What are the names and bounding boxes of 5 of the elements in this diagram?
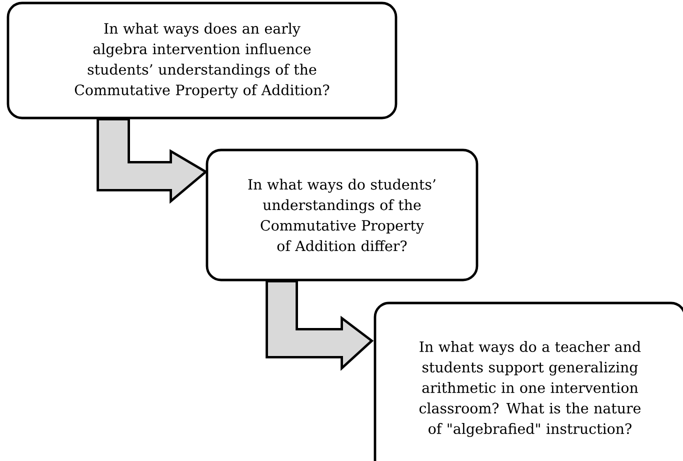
bent-arrow [266,280,374,371]
question-box: In what ways do students’ understandings of the Commutative Property of Addition differ? [206,148,478,282]
question-box: In what ways does an early algebra intervention influence students’ understandings of the Commutative Property of Addition? [6,2,398,120]
bent-arrow [96,118,208,204]
question-box: In what ways do a teacher and students support generalizing arithmetic in one intervention classroom? What is the nature of "algebrafied" instruction? [374,302,683,461]
